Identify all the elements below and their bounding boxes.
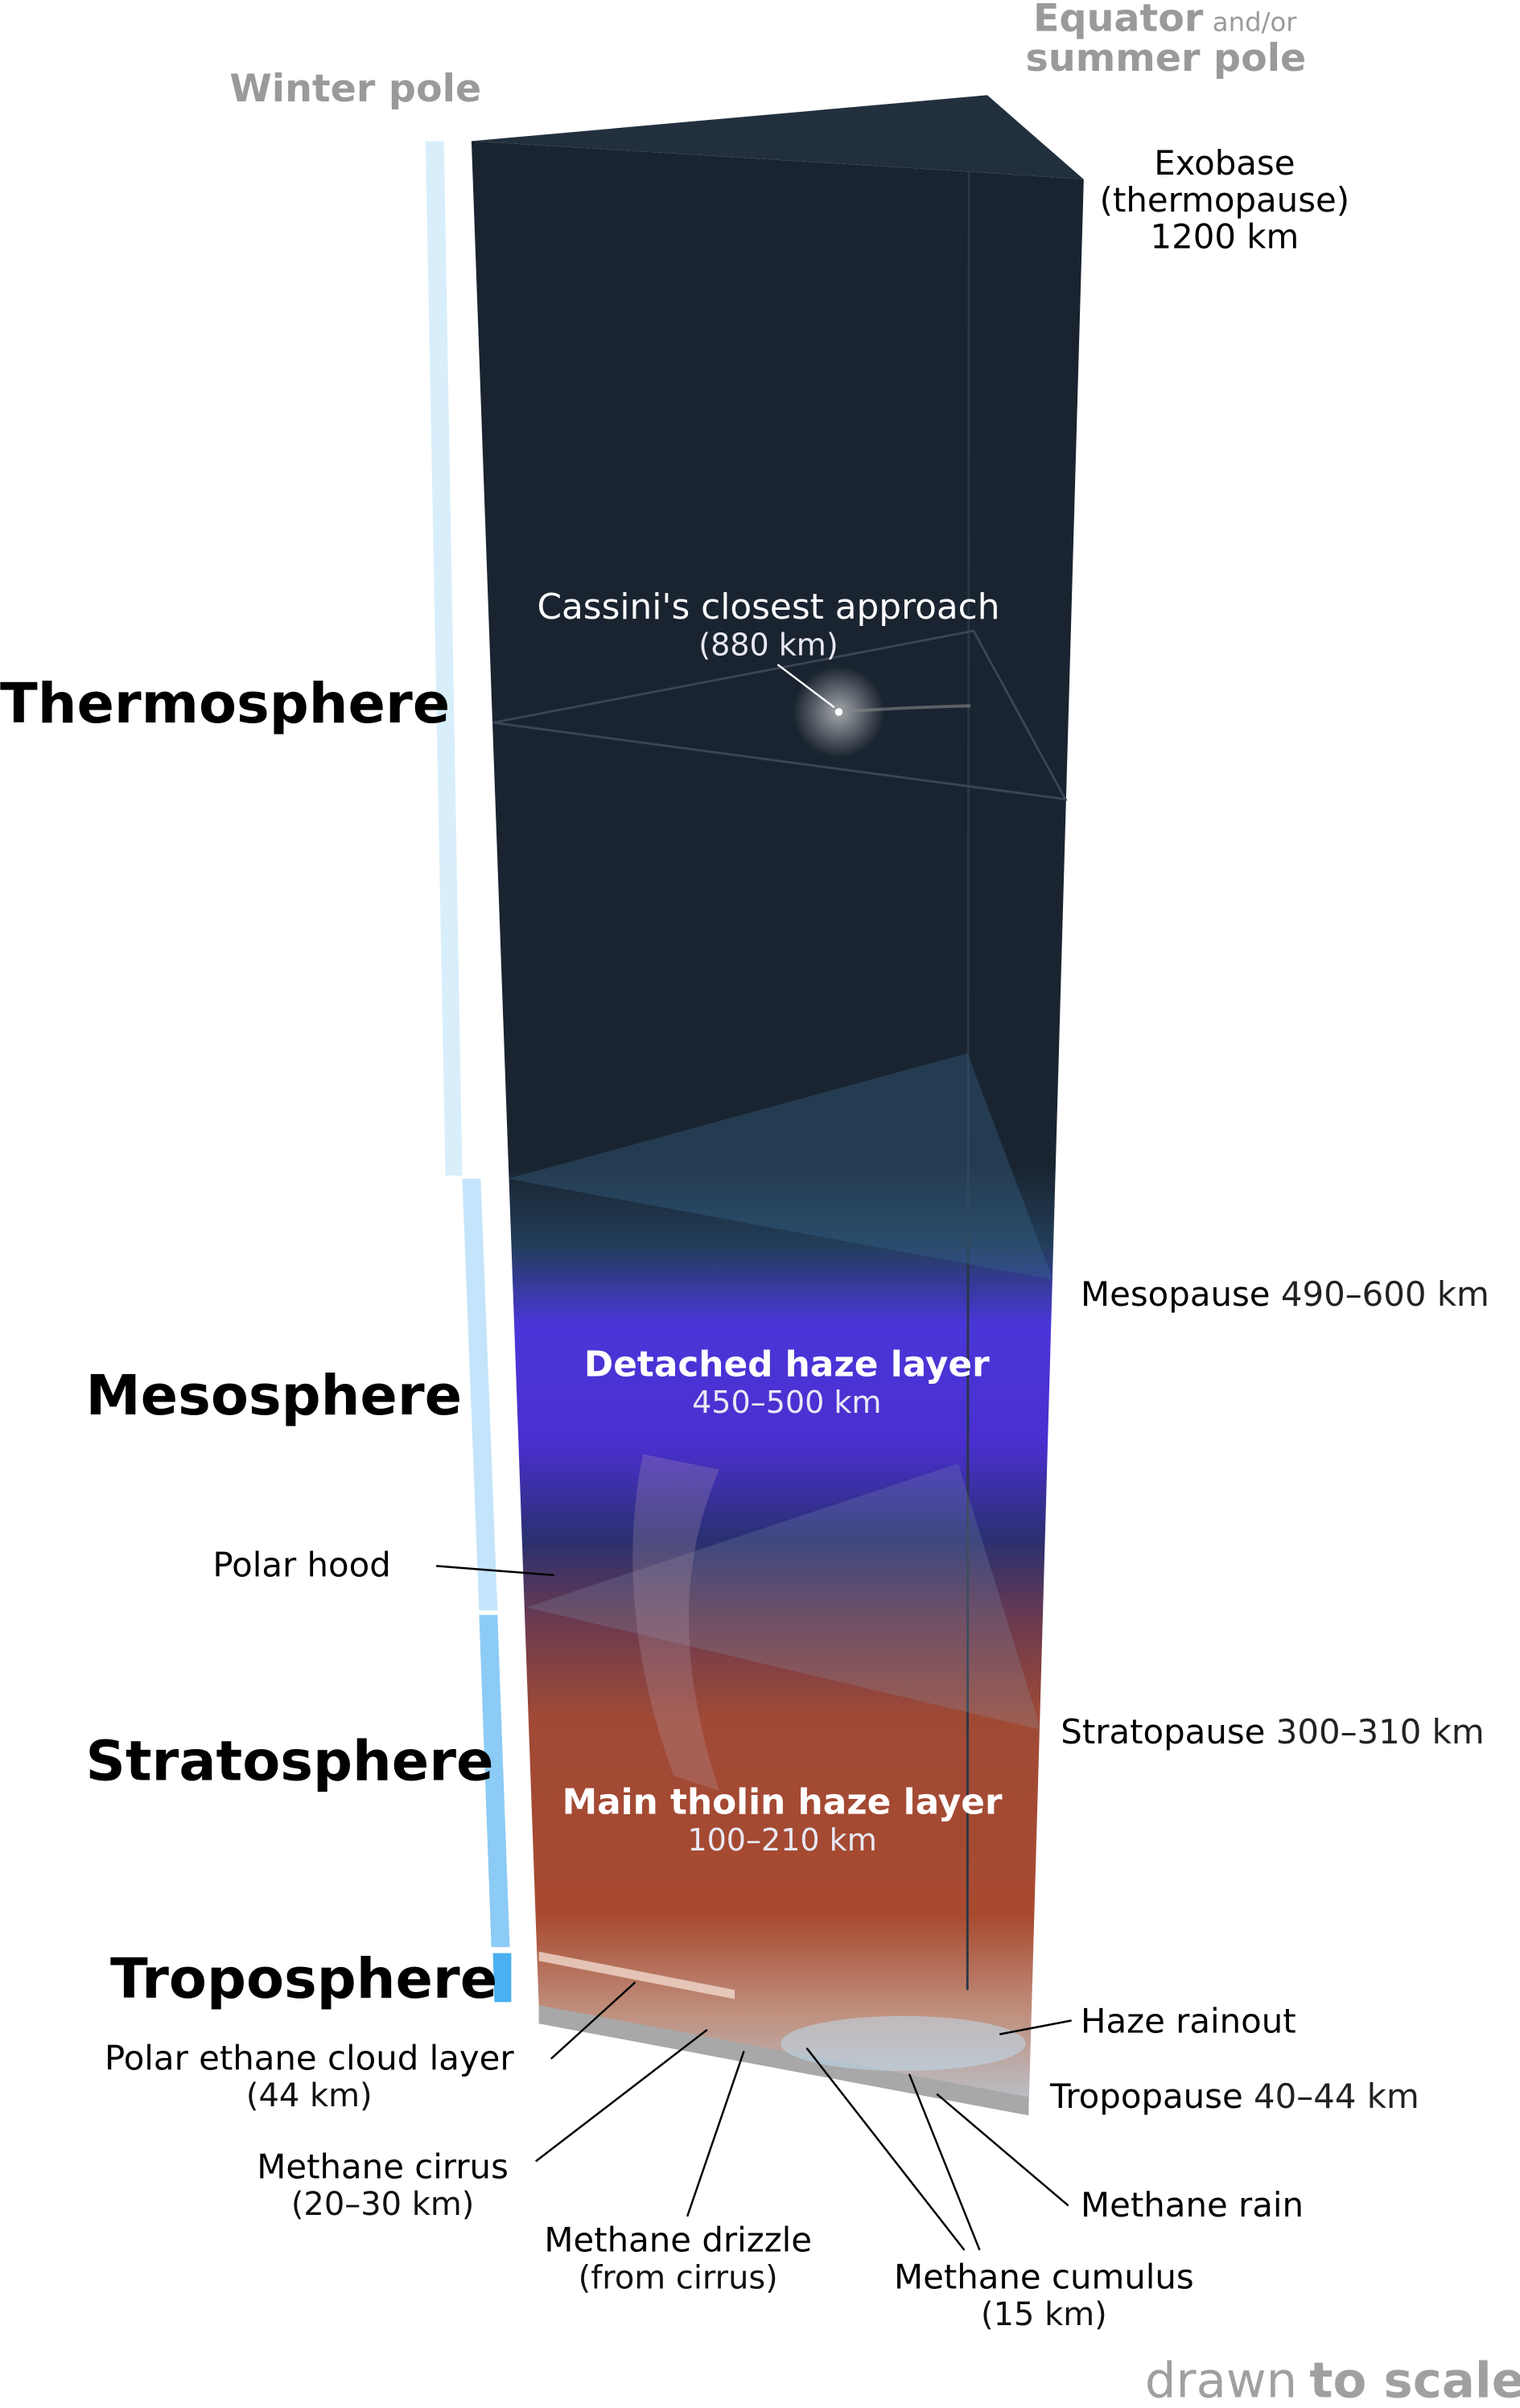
- methane-rain-label: Methane rain: [1081, 2185, 1304, 2225]
- thermopause-label: (thermopause): [1100, 180, 1349, 220]
- troposphere-label: Troposphere: [110, 1947, 497, 2011]
- ground-slab: [538, 2005, 1029, 2116]
- cassini-trail: [838, 704, 971, 714]
- haze-rainout-label: Haze rainout: [1081, 2002, 1296, 2041]
- methane-cumulus-leader-1: [805, 2047, 966, 2251]
- stratopause-plane: [526, 1463, 1041, 1730]
- methane-cumulus-altitude: (15 km): [981, 2296, 1107, 2333]
- methane-cirrus-leader: [535, 2028, 708, 2163]
- polar-ethane-leader: [550, 1981, 636, 2060]
- haze-rainout-leader: [999, 2019, 1072, 2035]
- methane-cumulus-leader-2: [908, 2073, 981, 2251]
- methane-cirrus-altitude: (20–30 km): [291, 2186, 474, 2223]
- cassini-plane: [492, 629, 1068, 801]
- detached-haze-title: Detached haze layer: [584, 1344, 990, 1385]
- tropospheric-clouds: [781, 2015, 1026, 2072]
- polar-hood-shape: [632, 1454, 720, 1792]
- winter-bar-thermosphere: [425, 141, 463, 1176]
- polar-ethane-label: Polar ethane cloud layer: [105, 2038, 514, 2077]
- column-top-face: [471, 95, 1084, 179]
- detached-haze-altitude: 450–500 km: [692, 1385, 881, 1420]
- methane-drizzle-label: Methane drizzle: [544, 2221, 812, 2260]
- polar-ethane-altitude: (44 km): [246, 2077, 373, 2114]
- cassini-spacecraft-icon: [834, 708, 843, 716]
- methane-cirrus-label: Methane cirrus: [257, 2147, 509, 2186]
- column-body: [471, 141, 1084, 2113]
- methane-rain-leader: [936, 2093, 1069, 2207]
- exobase-altitude: 1200 km: [1150, 217, 1299, 257]
- thermosphere-label: Thermosphere: [0, 672, 450, 736]
- polar-hood-label: Polar hood: [212, 1546, 390, 1585]
- winter-bar-mesosphere: [462, 1179, 498, 1611]
- column-back-edge: [966, 171, 970, 1990]
- winter-pole-label: Winter pole: [229, 67, 481, 111]
- tholin-haze-title: Main tholin haze layer: [562, 1782, 1003, 1823]
- stratosphere-label: Stratosphere: [86, 1730, 494, 1794]
- summer-pole-label: summer pole: [1026, 36, 1307, 80]
- winter-bar-stratosphere: [479, 1615, 510, 1948]
- polar-hood-leader: [436, 1565, 554, 1577]
- winter-bar-troposphere: [492, 1953, 512, 2003]
- mesopause-plane: [508, 1053, 1053, 1280]
- mesosphere-label: Mesosphere: [86, 1364, 463, 1428]
- tholin-haze-altitude: 100–210 km: [687, 1822, 876, 1858]
- methane-cumulus-label: Methane cumulus: [894, 2257, 1194, 2296]
- cassini-leader: [776, 663, 835, 709]
- methane-drizzle-note: (from cirrus): [579, 2259, 778, 2296]
- ethane-cloud-layer: [538, 1951, 735, 1999]
- cassini-altitude: (880 km): [698, 628, 838, 663]
- exobase-label: Exobase: [1154, 143, 1295, 183]
- methane-drizzle-leader: [686, 2051, 745, 2217]
- cassini-title: Cassini's closest approach: [537, 587, 999, 628]
